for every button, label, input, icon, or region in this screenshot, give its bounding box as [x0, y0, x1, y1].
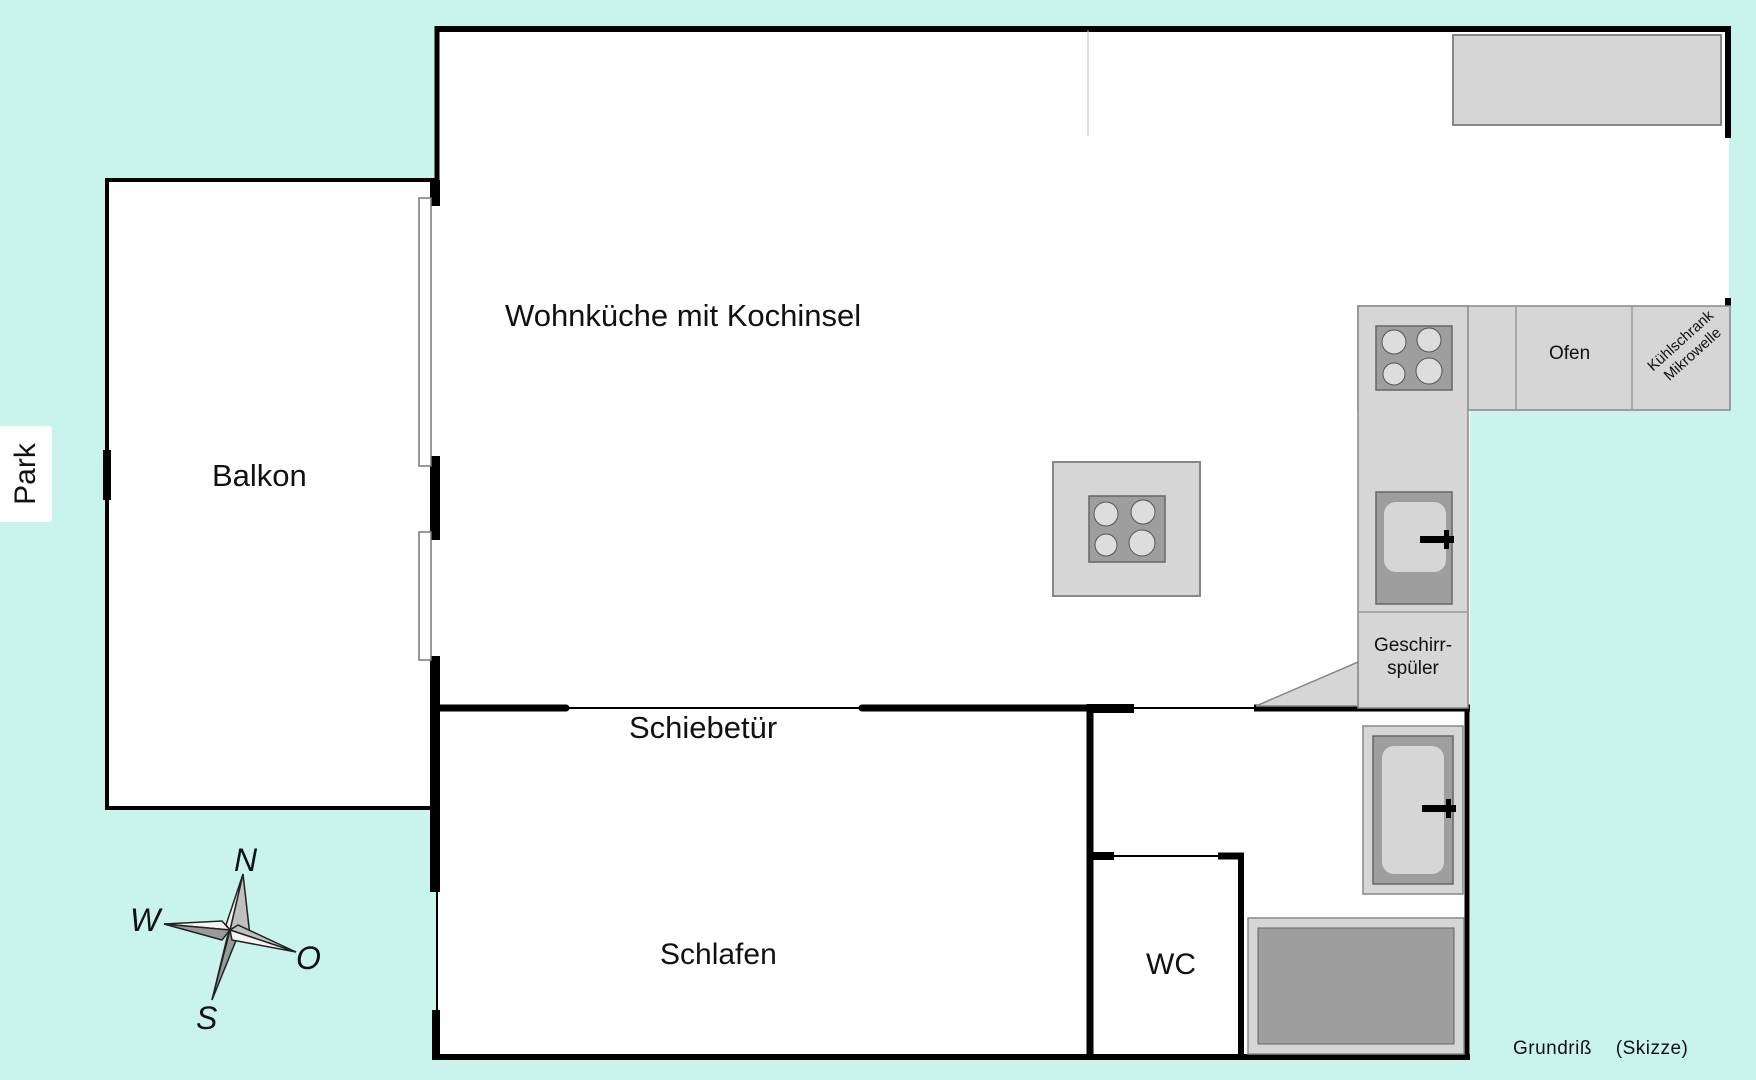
shower-tray-inner: [1257, 927, 1455, 1045]
plan-title-sub: (Skizze): [1615, 1038, 1689, 1059]
bath-tap: [1422, 805, 1456, 812]
wall-left-post-1: [430, 180, 440, 206]
sliding-door-label: Schiebetür: [629, 710, 778, 745]
wall-left-post-3: [430, 656, 440, 892]
wc-door-post: [1090, 852, 1114, 860]
compass-rose: [163, 873, 297, 1001]
bath-sink-basin: [1382, 746, 1444, 874]
outside-right-strip: [1470, 408, 1730, 714]
wall-left-post-2: [430, 456, 440, 540]
balcony-label: Balkon: [212, 458, 307, 493]
wall-left-post-4: [432, 1010, 440, 1060]
burner: [1382, 362, 1406, 386]
kitchen-tap-head: [1444, 530, 1449, 549]
wall-bath-door-post: [1090, 704, 1134, 713]
burner: [1094, 533, 1118, 557]
bath-tap-head: [1446, 799, 1451, 818]
counter-top-right: [1452, 34, 1722, 126]
burner: [1130, 499, 1156, 525]
balcony-floor: [107, 180, 437, 808]
balcony-marker: [103, 450, 111, 500]
balcony-window-1: [418, 197, 432, 467]
compass-east-label: O: [296, 940, 321, 976]
dishwasher-door: [1255, 660, 1359, 707]
bedroom-label: Schlafen: [660, 938, 777, 971]
burner: [1381, 329, 1407, 355]
burner: [1416, 327, 1442, 353]
kitchen-tap: [1420, 536, 1454, 543]
dishwasher-label: Geschirr- spüler: [1358, 634, 1468, 680]
burner: [1415, 357, 1443, 385]
living-kitchen-label: Wohnküche mit Kochinsel: [505, 298, 862, 333]
park-tag: Park: [0, 426, 52, 522]
compass-north-label: N: [234, 842, 258, 878]
plan-title-main: Grundriß: [1513, 1038, 1592, 1059]
wc-label: WC: [1146, 948, 1196, 981]
balcony-window-2: [418, 531, 432, 661]
plan-title: Grundriß (Skizze): [1513, 1038, 1706, 1060]
dishwasher-label-line2: spüler: [1387, 658, 1439, 679]
outside-bottom-right: [1470, 714, 1730, 1060]
dishwasher-label-line1: Geschirr-: [1373, 635, 1453, 656]
burner: [1128, 529, 1156, 557]
kitchen-sink-basin: [1384, 502, 1446, 572]
oven-label: Ofen: [1549, 343, 1591, 364]
park-label: Park: [9, 443, 42, 505]
compass-south-label: S: [196, 1000, 218, 1036]
burner: [1093, 501, 1119, 527]
compass-west-label: W: [130, 902, 161, 938]
